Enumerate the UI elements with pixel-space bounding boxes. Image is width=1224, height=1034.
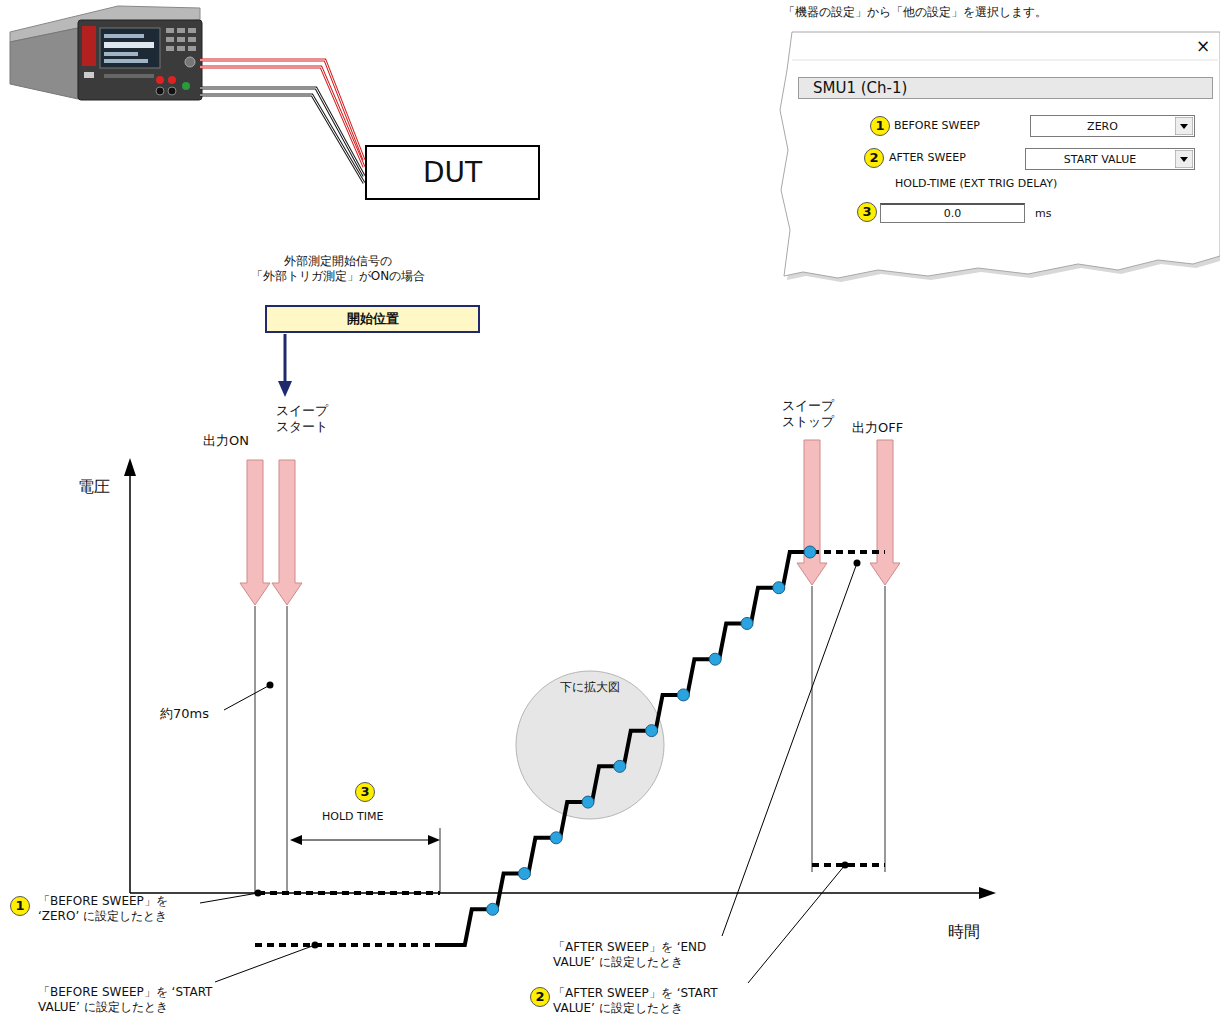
dialog-instruction: 「機器の設定」から「他の設定」を選択します。 <box>783 5 1047 20</box>
leader-dots <box>255 560 861 949</box>
start-position-box: 開始位置 <box>265 305 480 333</box>
axes <box>124 458 996 899</box>
node-text: 0.0 <box>944 207 962 220</box>
zoom-circle: 下に拡大図 <box>515 670 665 820</box>
measure-point <box>614 760 626 772</box>
field-label: HOLD-TIME (EXT TRIG DELAY) <box>895 177 1057 191</box>
measure-point <box>518 868 530 880</box>
settings-dialog: SMU1 (Ch-1) ZERO START VALUE 0.0 <box>778 30 1220 286</box>
measure-point <box>741 617 753 629</box>
duration-label: 約70ms <box>160 706 209 722</box>
trigger-arrowhead <box>278 381 292 397</box>
event-arrows <box>240 440 900 605</box>
unit-label: ms <box>1035 207 1051 221</box>
measure-point <box>804 546 816 558</box>
setting-note: 「BEFORE SWEEP」を ‘ZERO’ に設定したとき <box>38 894 203 924</box>
measure-point <box>773 582 785 594</box>
dut-box: DUT <box>365 145 540 200</box>
sweep-staircase <box>440 552 810 945</box>
field-label: AFTER SWEEP <box>889 151 966 165</box>
source-measure-unit <box>10 6 202 100</box>
setting-note: 「AFTER SWEEP」を ‘END VALUE’ に設定したとき <box>553 940 738 970</box>
measure-point <box>677 689 689 701</box>
event-label: スイープ ストップ <box>778 398 838 431</box>
measure-point <box>709 653 721 665</box>
callout-number: 1 <box>10 896 30 916</box>
axis-label: 時間 <box>948 922 980 942</box>
close-button: × <box>1196 36 1210 57</box>
node-text: 下に拡大図 <box>515 679 665 696</box>
after-sweep-dropdown: START VALUE <box>1025 148 1195 170</box>
event-label: スイープ スタート <box>272 403 332 436</box>
dropdown-button <box>1175 150 1193 168</box>
node-text: ZERO <box>1087 120 1118 133</box>
event-label: 出力ON <box>203 433 249 449</box>
node-text: START VALUE <box>1064 153 1136 166</box>
setting-note: 「AFTER SWEEP」を ‘START VALUE’ に設定したとき <box>553 986 738 1016</box>
callout-number: 3 <box>355 782 375 802</box>
event-lines <box>255 586 885 893</box>
measure-point <box>646 725 658 737</box>
hold-time-input: 0.0 <box>880 203 1025 223</box>
trigger-note: 外部測定開始信号の 「外部トリガ測定」がONの場合 <box>248 254 428 284</box>
test-leads <box>200 60 364 183</box>
callout-number: 3 <box>857 202 877 222</box>
before-sweep-dropdown: ZERO <box>1030 115 1195 137</box>
idle-levels <box>255 552 885 945</box>
callout-number: 2 <box>864 148 884 168</box>
dialog-header: SMU1 (Ch-1) <box>798 77 1213 99</box>
measure-point <box>550 832 562 844</box>
setting-note: 「BEFORE SWEEP」を ‘START VALUE’ に設定したとき <box>38 985 223 1015</box>
field-label: BEFORE SWEEP <box>894 119 980 133</box>
measure-point <box>487 903 499 915</box>
axis-label: 電圧 <box>78 477 110 497</box>
node-text: DUT <box>423 156 482 189</box>
trigger-arrow <box>284 334 287 382</box>
callout-number: 1 <box>870 116 890 136</box>
event-label: 出力OFF <box>852 420 903 436</box>
hold-time-arrow <box>290 835 440 845</box>
hold-time-label: HOLD TIME <box>322 810 383 824</box>
callout-number: 2 <box>530 987 550 1007</box>
node-text: 開始位置 <box>347 310 399 328</box>
dropdown-button <box>1175 117 1193 135</box>
measure-point <box>582 796 594 808</box>
leader-lines <box>200 563 857 983</box>
